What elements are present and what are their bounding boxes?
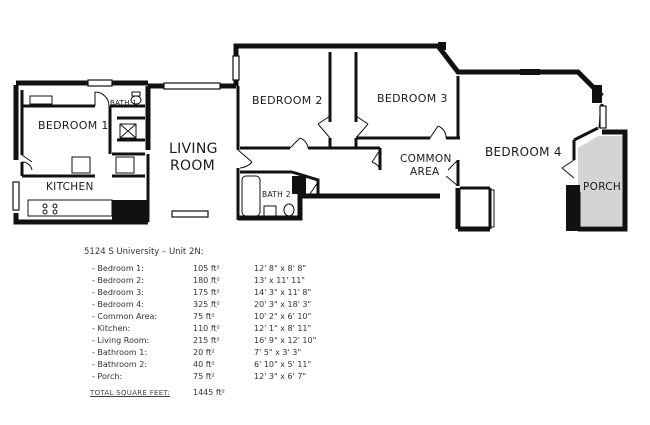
table-row-dims: 14' 3" x 11' 8" [254, 288, 312, 297]
windows [12, 55, 607, 218]
common-area-label-line2: AREA [410, 166, 440, 178]
table-row-dims: 6' 10" x 5' 11" [254, 360, 312, 369]
bedroom-4-label: BEDROOM 4 [485, 145, 562, 159]
table-row-area: 325 ft² [193, 300, 220, 309]
table-row-area: 180 ft² [193, 276, 220, 285]
exterior-walls [13, 43, 628, 232]
table-row-name: - Kitchen: [92, 324, 131, 333]
living-room-label-line1: LIVING [169, 141, 218, 157]
kitchen-label: KITCHEN [46, 181, 94, 193]
table-row-dims: 20' 3" x 18' 3" [254, 300, 312, 309]
interior-walls [20, 52, 604, 229]
table-row-name: - Living Room: [92, 336, 150, 345]
table-row-dims: 12' 8" x 8' 8" [254, 264, 307, 273]
bath-2-label: BATH 2 [262, 190, 291, 199]
table-row-name: - Porch: [92, 372, 123, 381]
bath-1-label: BATH 1 [110, 99, 137, 107]
table-row-area: 215 ft² [193, 336, 220, 345]
room-labels: BEDROOM 1 BATH 1 LIVING ROOM KITCHEN BED… [38, 92, 621, 199]
table-row-name: - Bedroom 1: [92, 264, 144, 273]
table-row-name: - Bedroom 3: [92, 288, 144, 297]
table-row-name: - Bathroom 1: [92, 348, 148, 357]
table-row-name: - Bathroom 2: [92, 360, 148, 369]
fixtures [27, 91, 495, 228]
table-row-name: - Common Area: [92, 312, 158, 321]
table-row-dims: 7' 5" x 3' 3" [254, 348, 302, 357]
table-row-dims: 13' x 11' 11" [254, 276, 305, 285]
total-value: 1445 ft² [193, 388, 225, 397]
table-row-area: 105 ft² [193, 264, 220, 273]
table-row-dims: 16' 9" x 12' 10" [254, 336, 317, 345]
porch-label: PORCH [583, 181, 621, 193]
table-row-area: 75 ft² [193, 372, 215, 381]
table-row-dims: 10' 2" x 6' 10" [254, 312, 312, 321]
wall-blocks [112, 42, 602, 231]
bedroom-1-label: BEDROOM 1 [38, 119, 109, 132]
floor-plan: BEDROOM 1 BATH 1 LIVING ROOM KITCHEN BED… [12, 42, 628, 232]
table-row-area: 110 ft² [193, 324, 220, 333]
common-area-label-line1: COMMON [400, 153, 452, 165]
table-row-area: 20 ft² [193, 348, 215, 357]
table-row-area: 40 ft² [193, 360, 215, 369]
bedroom-3-label: BEDROOM 3 [377, 92, 448, 105]
table-row-name: - Bedroom 2: [92, 276, 144, 285]
table-row-dims: 12' 3" x 6' 7" [254, 372, 307, 381]
table-row-dims: 12' 1" x 8' 11" [254, 324, 312, 333]
living-room-label-line2: ROOM [170, 158, 215, 174]
table-row-area: 175 ft² [193, 288, 220, 297]
bedroom-2-label: BEDROOM 2 [252, 94, 323, 107]
door-swings [21, 91, 575, 195]
table-title: 5124 S University – Unit 2N: [84, 247, 204, 257]
table-row-name: - Bedroom 4: [92, 300, 144, 309]
total-label: TOTAL SQUARE FEET: [90, 389, 170, 397]
table-row-area: 75 ft² [193, 312, 215, 321]
porch-floor [578, 136, 625, 226]
